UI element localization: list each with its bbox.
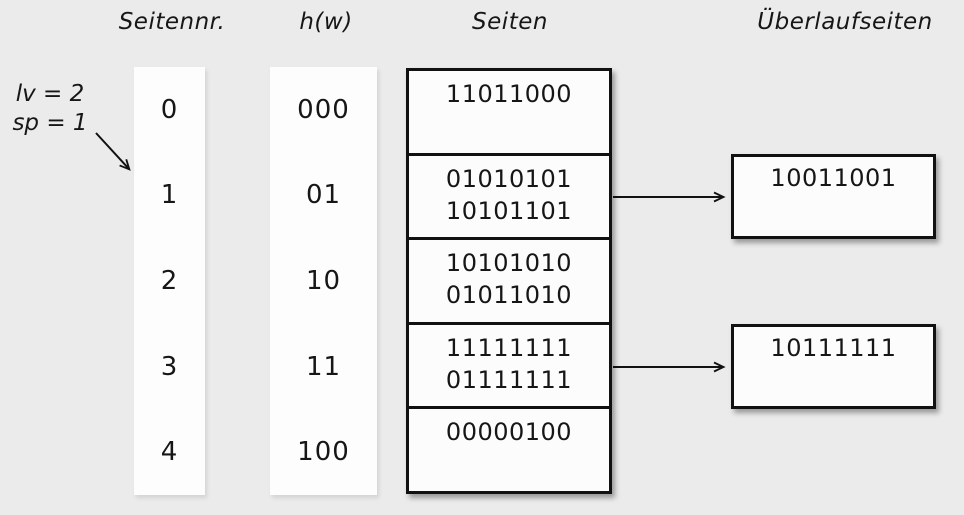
overflow-page-row3: 10111111 bbox=[731, 324, 936, 409]
overflow-entry: 10111111 bbox=[770, 334, 897, 362]
hash-value: 01 bbox=[305, 180, 342, 211]
page-number: 3 bbox=[160, 351, 179, 382]
page-cell-0: 11011000 bbox=[409, 71, 609, 156]
page-cell-1: 01010101 10101101 bbox=[409, 156, 609, 241]
hash-value: 11 bbox=[305, 351, 342, 382]
page-number: 4 bbox=[160, 437, 179, 468]
header-pages: Seiten bbox=[472, 9, 548, 35]
hash-value-column: 000 01 10 11 100 bbox=[270, 67, 377, 495]
split-pointer-value: sp = 1 bbox=[12, 110, 88, 136]
hash-value: 100 bbox=[297, 437, 350, 468]
page-entry: 10101010 bbox=[445, 249, 573, 278]
level-value: lv = 2 bbox=[15, 81, 85, 107]
page-entry: 01010101 bbox=[445, 164, 573, 193]
hash-value: 000 bbox=[297, 94, 350, 125]
page-number: 0 bbox=[160, 94, 179, 125]
page-entry: 10101101 bbox=[445, 196, 573, 225]
page-entry: 11111111 bbox=[445, 333, 573, 362]
page-number: 2 bbox=[160, 265, 179, 296]
state-annotation: lv = 2 sp = 1 bbox=[4, 80, 96, 138]
split-pointer-arrow-icon bbox=[95, 132, 131, 171]
page-cell-3: 11111111 01111111 bbox=[409, 325, 609, 410]
page-cell-4: 00000100 bbox=[409, 409, 609, 491]
page-entry: 00000100 bbox=[445, 418, 573, 447]
header-overflow-pages: Überlaufseiten bbox=[757, 9, 933, 35]
overflow-entry: 10011001 bbox=[770, 164, 897, 192]
header-page-number: Seitennr. bbox=[118, 9, 226, 35]
page-number-column: 0 1 2 3 4 bbox=[134, 67, 205, 495]
overflow-page-row1: 10011001 bbox=[731, 154, 936, 239]
page-cell-2: 10101010 01011010 bbox=[409, 240, 609, 325]
page-entry: 11011000 bbox=[445, 80, 573, 108]
page-entry: 01011010 bbox=[445, 281, 573, 310]
page-number: 1 bbox=[160, 180, 179, 211]
pages-box: 11011000 01010101 10101101 10101010 0101… bbox=[406, 68, 612, 494]
page-entry: 01111111 bbox=[445, 365, 573, 394]
hash-value: 10 bbox=[305, 265, 342, 296]
header-hash-function: h(w) bbox=[299, 9, 353, 35]
